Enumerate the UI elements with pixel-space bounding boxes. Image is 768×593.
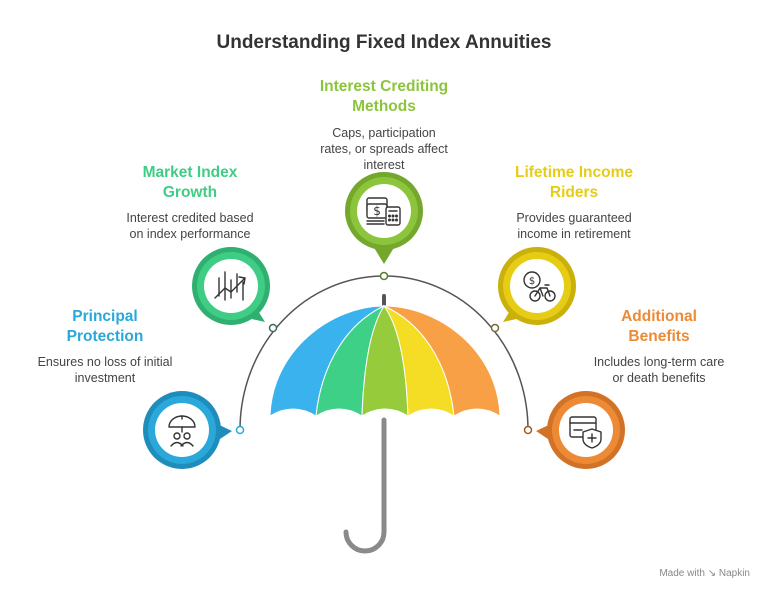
bubble-pointer	[373, 246, 395, 264]
coin-bicycle-icon: $	[523, 271, 556, 302]
umbrella-handle	[343, 417, 387, 554]
footer-prefix: Made with	[659, 568, 705, 579]
page-title: Understanding Fixed Index Annuities	[216, 32, 552, 53]
card-shield-icon	[569, 416, 602, 449]
arc-dots	[235, 271, 533, 435]
svg-text:$: $	[373, 204, 381, 218]
item-5-bubble	[536, 391, 625, 469]
bubble-center	[559, 403, 613, 457]
footer-credit: Made with ↘ Napkin	[659, 568, 750, 579]
item-1-bubble	[143, 391, 232, 469]
arc-dot-1	[235, 425, 245, 435]
svg-text:$: $	[529, 276, 535, 287]
arc-dot-5	[523, 425, 533, 435]
umbrella-people-icon	[168, 415, 196, 447]
footer-brand: Napkin	[718, 568, 750, 579]
arc-dot-4	[490, 323, 500, 333]
item-4-bubble: $	[498, 247, 576, 325]
money-calculator-icon: $	[366, 197, 401, 226]
canopy-panel-5	[383, 305, 501, 417]
arc-dot-3	[379, 271, 389, 281]
umbrella-canopy	[269, 304, 501, 417]
napkin-logo-icon: ↘	[707, 568, 717, 579]
item-2-bubble	[192, 247, 270, 325]
item-3-bubble: $	[345, 172, 423, 264]
arc-dot-2	[268, 323, 278, 333]
market-chart-icon	[214, 271, 246, 301]
